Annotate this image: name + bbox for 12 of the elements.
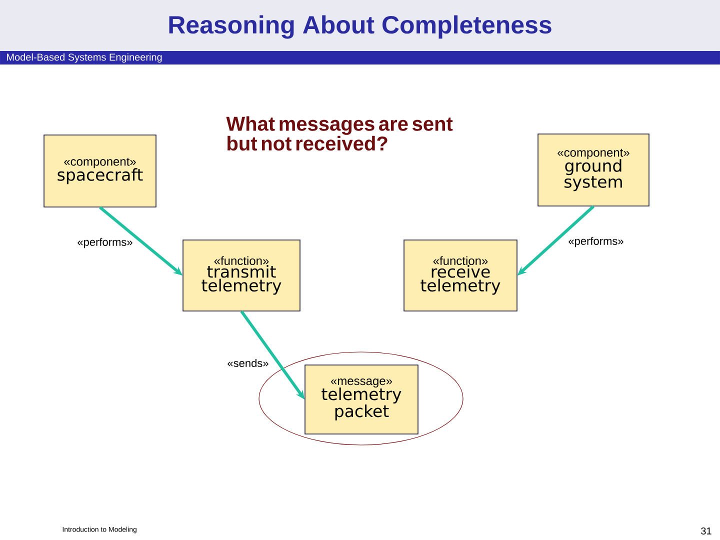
component-box: «message» telemetry packet <box>304 364 418 434</box>
question-text: What messages are sent but not received? <box>226 116 453 151</box>
component-box: «component» ground system <box>538 134 650 206</box>
edge-label: «performs» <box>76 236 134 250</box>
title: Reasoning About Completeness <box>169 15 552 39</box>
component-box: «function» transmit telemetry <box>182 240 300 312</box>
page-number: 31 <box>701 527 712 535</box>
edge-label: «sends» <box>226 358 270 368</box>
component-box: «function» receive telemetry <box>404 240 518 312</box>
edge-label: «performs» <box>567 236 625 248</box>
component-box: «component» spacecraft <box>44 134 156 208</box>
header-band: Model-Based Systems Engineering <box>0 51 720 64</box>
